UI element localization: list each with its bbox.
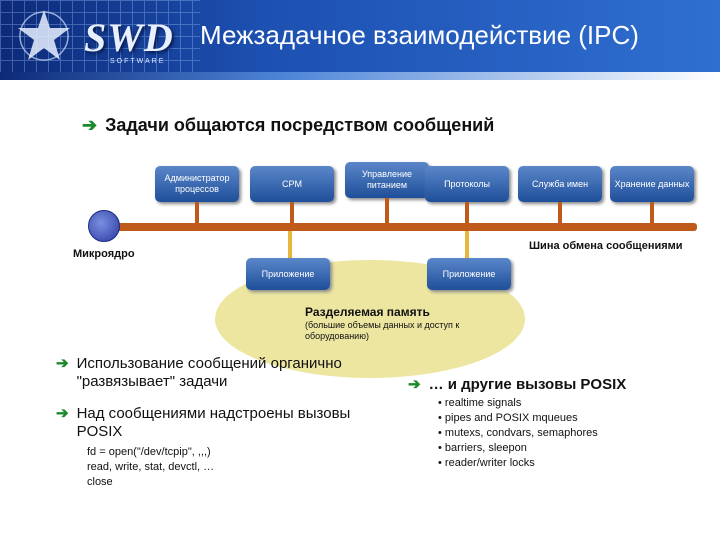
bullet-text: Над сообщениями надстроены вызовы POSIX bbox=[76, 405, 351, 440]
bus-label: Шина обмена сообщениями bbox=[529, 240, 683, 252]
application-box: Приложение bbox=[427, 258, 511, 290]
list-item: • barriers, sleepon bbox=[438, 442, 527, 454]
application-box: Приложение bbox=[246, 258, 330, 290]
bullet-decoupling: ➔ Использование сообщений органично "разв… bbox=[56, 355, 387, 391]
code-line: read, write, stat, devctl, … bbox=[87, 461, 215, 473]
list-item-text: mutexs, condvars, semaphores bbox=[444, 427, 598, 439]
data-storage-box: Хранение данных bbox=[610, 166, 694, 202]
cpm-box: CPM bbox=[250, 166, 334, 202]
bus-link bbox=[385, 198, 389, 224]
list-item-text: realtime signals bbox=[444, 397, 522, 409]
code-example: fd = open("/dev/tcpip", ,,,) read, write… bbox=[87, 445, 214, 490]
message-bus bbox=[92, 223, 697, 231]
power-management-box: Управление питанием bbox=[345, 162, 429, 198]
list-item: • pipes and POSIX mqueues bbox=[438, 412, 578, 424]
other-posix-heading: ➔ … и другие вызовы POSIX bbox=[408, 375, 626, 393]
bus-link bbox=[465, 202, 469, 224]
posix-call-list: • realtime signals • pipes and POSIX mqu… bbox=[438, 396, 598, 471]
header-swoosh bbox=[0, 72, 720, 80]
swd-logo: SWD SOFTWARE bbox=[14, 6, 174, 65]
headline: ➔ Задачи общаются посредством сообщений bbox=[82, 115, 494, 136]
page-title: Межзадачное взаимодействие (IPC) bbox=[200, 20, 639, 50]
heading-text: … и другие вызовы POSIX bbox=[428, 376, 627, 393]
bus-link bbox=[650, 202, 654, 224]
bullet-text: Использование сообщений органично "развя… bbox=[76, 355, 342, 390]
list-item: • mutexs, condvars, semaphores bbox=[438, 427, 598, 439]
title-banner: SWD SOFTWARE Межзадачное взаимодействие … bbox=[0, 0, 720, 72]
app-link bbox=[465, 231, 469, 258]
code-line: fd = open("/dev/tcpip", ,,,) bbox=[87, 446, 211, 458]
arrow-right-icon: ➔ bbox=[408, 376, 421, 393]
list-item-text: pipes and POSIX mqueues bbox=[444, 412, 578, 424]
app-link bbox=[288, 231, 292, 258]
list-item: • realtime signals bbox=[438, 397, 522, 409]
logo-subtitle: SOFTWARE bbox=[110, 58, 166, 65]
bus-link bbox=[290, 202, 294, 224]
code-line: close bbox=[87, 476, 113, 488]
bullet-posix-over-messages: ➔ Над сообщениями надстроены вызовы POSIX bbox=[56, 405, 377, 441]
list-item-text: barriers, sleepon bbox=[444, 442, 527, 454]
arrow-right-icon: ➔ bbox=[82, 115, 98, 135]
arrow-right-icon: ➔ bbox=[56, 405, 69, 422]
bus-link bbox=[558, 202, 562, 224]
protocols-box: Протоколы bbox=[425, 166, 509, 202]
list-item: • reader/writer locks bbox=[438, 457, 535, 469]
process-manager-box: Администратор процессов bbox=[155, 166, 239, 202]
shared-memory-title: Разделяемая память bbox=[305, 305, 430, 319]
star-globe-icon bbox=[18, 10, 70, 61]
arrow-right-icon: ➔ bbox=[56, 355, 69, 372]
logo-text: SWD bbox=[84, 15, 174, 60]
shared-memory-note: (большие объемы данных и доступ к оборуд… bbox=[305, 320, 460, 341]
headline-text: Задачи общаются посредством сообщений bbox=[105, 115, 495, 135]
microkernel-label: Микроядро bbox=[73, 248, 135, 260]
bus-link bbox=[195, 202, 199, 224]
list-item-text: reader/writer locks bbox=[444, 457, 535, 469]
name-service-box: Служба имен bbox=[518, 166, 602, 202]
microkernel-node bbox=[88, 210, 120, 242]
